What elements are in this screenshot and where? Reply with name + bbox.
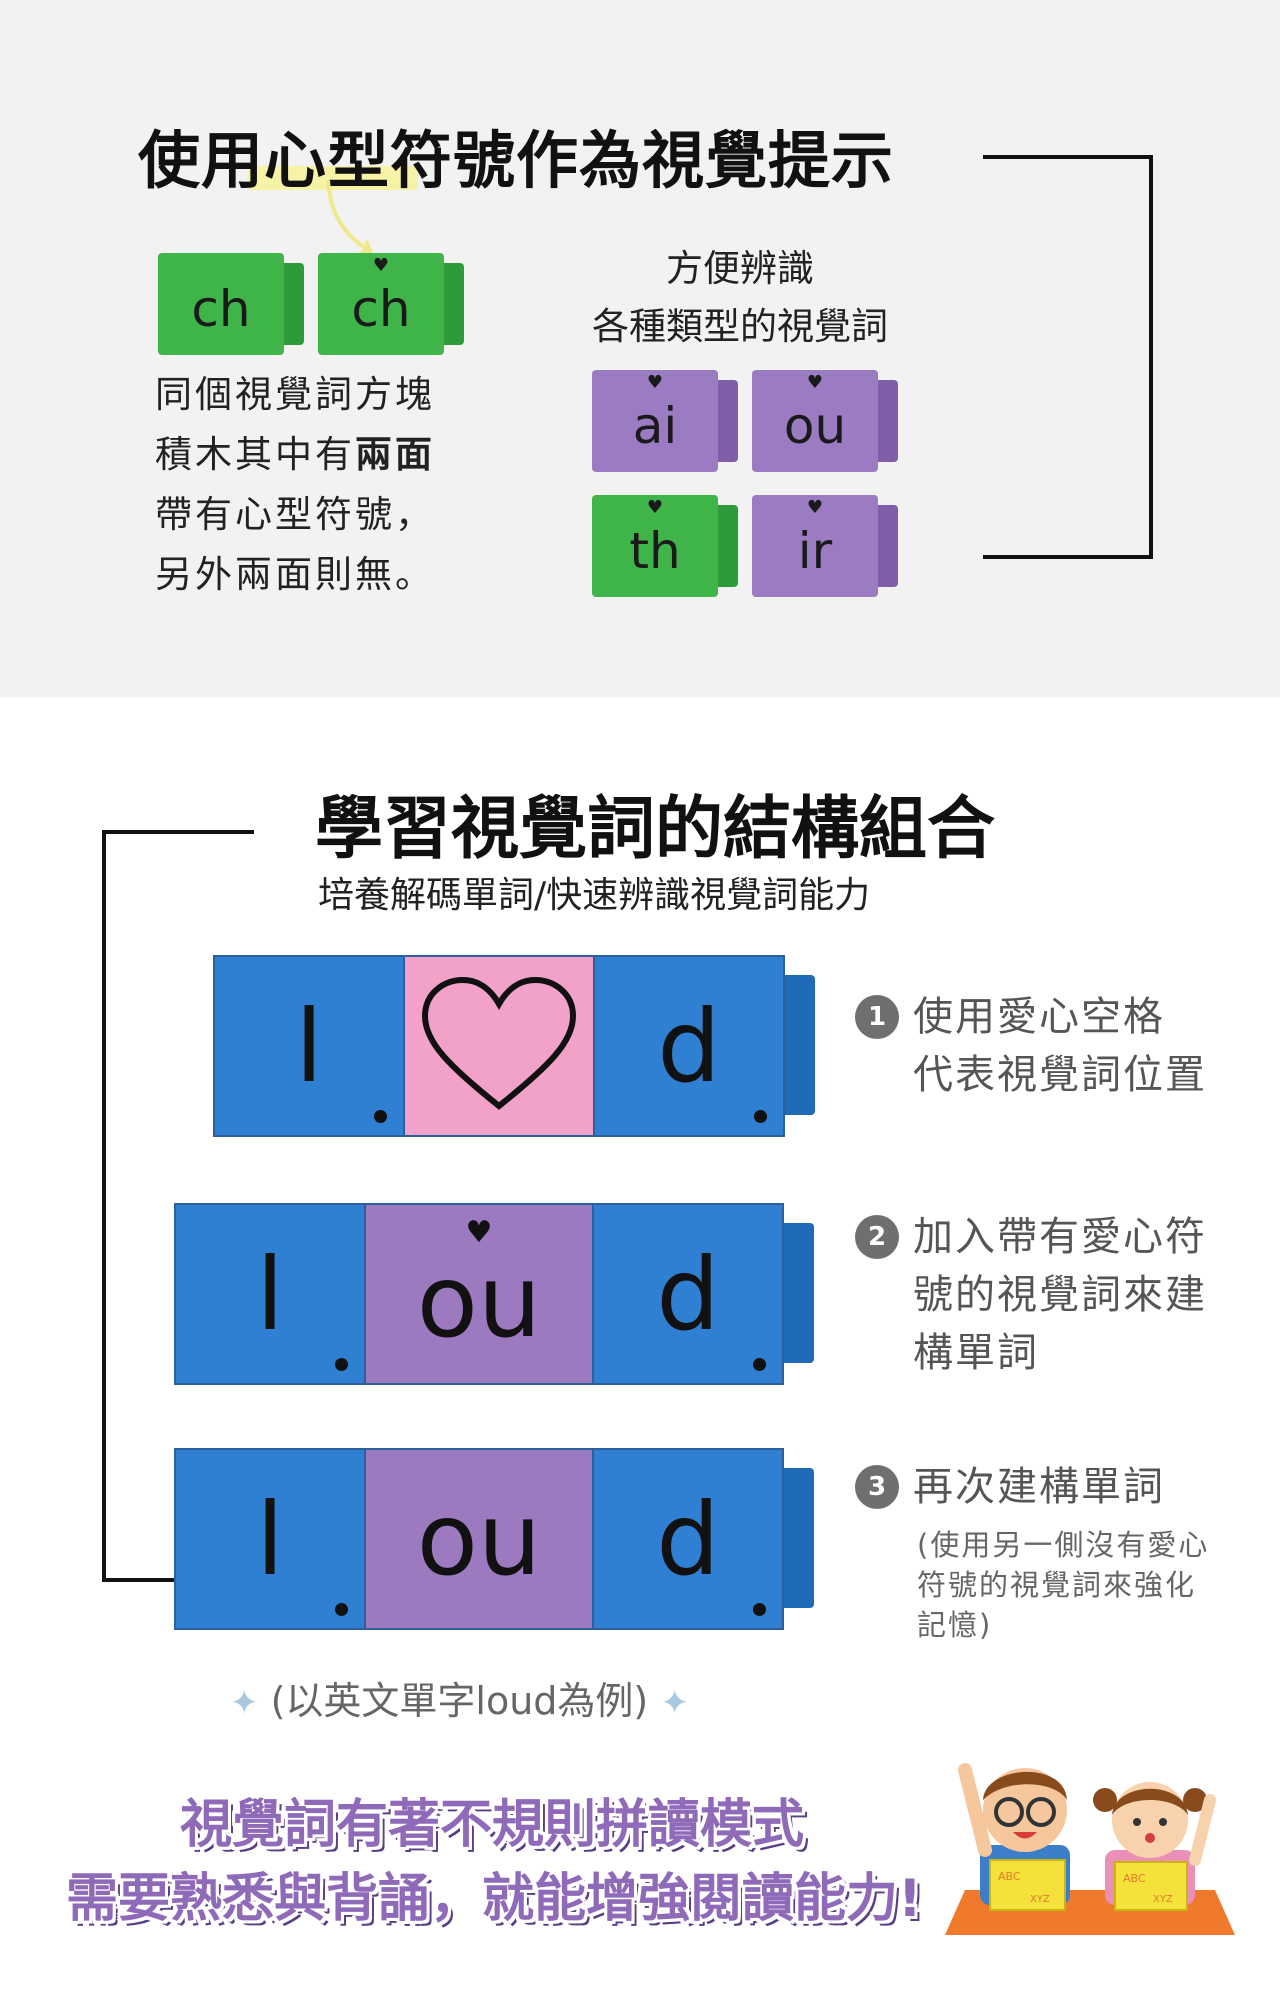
step-2-text: 加入帶有愛心符 號的視覺詞來建 構單詞	[913, 1214, 1207, 1376]
tile-letter: l	[256, 1480, 284, 1598]
tile-middle: ou	[364, 1448, 594, 1630]
block-label: ch	[191, 280, 251, 338]
heart-icon: ♥	[372, 255, 390, 276]
recognition-caption: 方便辨識 各種類型的視覺詞	[560, 240, 920, 356]
step-1-text: 使用愛心空格 代表視覺詞位置	[913, 994, 1207, 1098]
desc-line: 同個視覺詞方塊	[155, 373, 435, 416]
step-number-badge: 1	[855, 995, 899, 1039]
desc-line: 帶有心型符號，	[155, 493, 435, 536]
tile-left: l	[174, 1448, 366, 1630]
section-sight-word-hint: 使用心型符號作為視覺提示 ch ch ♥ 同個視覺詞方塊 積木其中有兩面 帶有心…	[0, 0, 1280, 697]
heart-outline-icon	[421, 976, 577, 1110]
tile-right: d	[592, 1203, 784, 1385]
tile-middle: ♥ ou	[364, 1203, 594, 1385]
tile-letter: d	[656, 1480, 720, 1598]
kids-reading-illustration: ABC XYZ ABC XYZ	[945, 1763, 1235, 1935]
block-description: 同個視覺詞方塊 積木其中有兩面 帶有心型符號， 另外兩面則無。	[155, 365, 435, 605]
tile-letter: d	[656, 1235, 720, 1353]
tile-letter: ou	[416, 1480, 542, 1598]
tile-left: l	[213, 955, 405, 1137]
example-text: (以英文單字loud為例)	[270, 1679, 649, 1723]
block-label: ai	[632, 397, 678, 455]
tile-letter: ou	[416, 1242, 542, 1360]
desc-line: 另外兩面則無。	[155, 553, 435, 596]
tile-letter: l	[256, 1235, 284, 1353]
caption-line: 各種類型的視覺詞	[592, 305, 888, 348]
tile-letter: l	[295, 987, 323, 1105]
block-label: ch	[351, 280, 411, 338]
banner-line-1: 視覺詞有著不規則拼讀模式	[180, 1795, 805, 1855]
emphasis: 兩面	[355, 433, 435, 476]
section1-title: 使用心型符號作為視覺提示	[138, 124, 895, 197]
tile-right: d	[592, 1448, 784, 1630]
tile-left: l	[174, 1203, 366, 1385]
step-3-note: (使用另一側沒有愛心 符號的視覺詞來強化 記憶)	[917, 1528, 1210, 1642]
book-label: XYZ	[1153, 1894, 1173, 1905]
heart-icon: ♥	[646, 497, 664, 518]
title-highlight	[248, 166, 418, 190]
right-bracket	[983, 155, 1153, 559]
desc-line: 積木其中有兩面	[155, 433, 435, 476]
step-3-text: 再次建構單詞	[913, 1464, 1165, 1510]
banner-line-2: 需要熟悉與背誦，就能增強閱讀能力!	[66, 1869, 922, 1929]
book-label: ABC	[1123, 1872, 1146, 1885]
tile-heart-space	[403, 955, 595, 1137]
block-label: ir	[797, 522, 833, 580]
step-number-badge: 3	[855, 1465, 899, 1509]
tile-right: d	[593, 955, 785, 1137]
heart-icon: ♥	[806, 372, 824, 393]
book-label: ABC	[998, 1870, 1021, 1883]
tile-letter: d	[657, 987, 721, 1105]
block-label: ou	[783, 397, 847, 455]
heart-icon: ♥	[806, 497, 824, 518]
book-label: XYZ	[1030, 1894, 1050, 1905]
heart-icon: ♥	[646, 372, 664, 393]
star-icon: ✦	[660, 1683, 689, 1723]
star-icon: ✦	[230, 1683, 259, 1723]
section2-subtitle: 培養解碼單詞/快速辨識視覺詞能力	[318, 875, 871, 916]
caption-line: 方便辨識	[666, 247, 814, 290]
step-number-badge: 2	[855, 1215, 899, 1259]
example-caption: ✦ (以英文單字loud為例) ✦	[230, 1670, 689, 1725]
curved-arrow-icon	[326, 179, 373, 255]
section2-title: 學習視覺詞的結構組合	[315, 790, 996, 869]
block-label: th	[629, 522, 681, 580]
heart-icon: ♥	[465, 1215, 493, 1250]
